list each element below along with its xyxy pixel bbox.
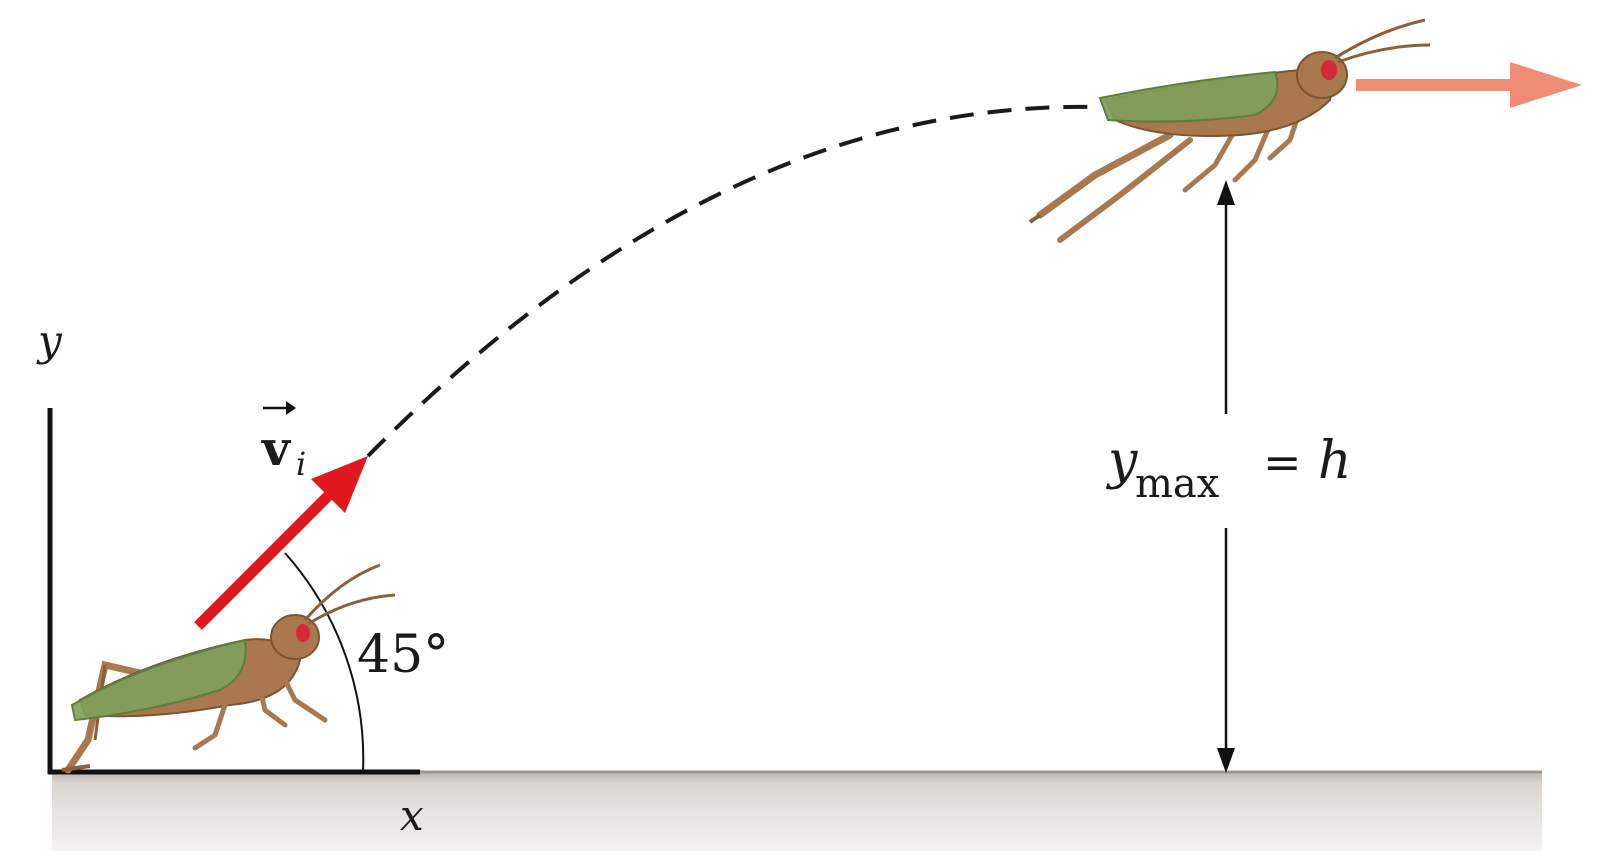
y-axis-label: y: [36, 316, 63, 365]
ground: [52, 772, 1542, 851]
velocity-vector-symbol: v: [261, 421, 292, 477]
height-label: y max = h: [1106, 431, 1352, 507]
height-label-subscript: max: [1135, 461, 1220, 507]
vector-arrow-accent: [263, 401, 296, 415]
height-label-y: y: [1106, 431, 1138, 491]
angle-arc: [284, 552, 365, 773]
velocity-subscript: i: [296, 445, 306, 483]
horizontal-velocity-arrow: [1356, 62, 1582, 108]
x-axis-label: x: [400, 791, 424, 840]
angle-label: 45°: [357, 625, 449, 685]
velocity-label: v i: [261, 401, 306, 483]
grasshopper-flying-icon: [1028, 18, 1431, 243]
grasshopper-launch-icon: [61, 563, 396, 774]
height-label-h: h: [1318, 431, 1352, 491]
velocity-arrow: [194, 456, 368, 630]
height-arrow: [1217, 180, 1235, 773]
height-label-equals: =: [1263, 435, 1302, 489]
trajectory-path: [366, 104, 1096, 458]
